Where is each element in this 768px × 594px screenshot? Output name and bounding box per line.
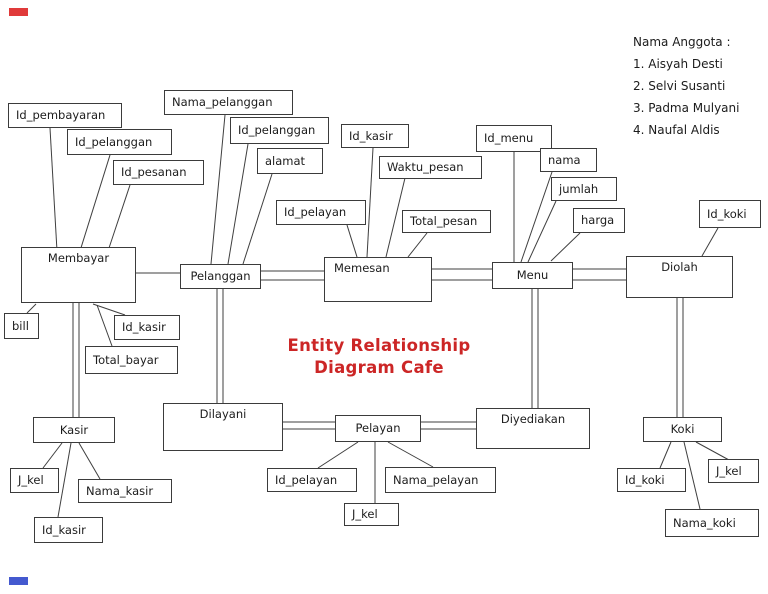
attribute-j-kel-kasir: J_kel <box>10 468 59 493</box>
attribute-id-pembayaran: Id_pembayaran <box>8 103 122 128</box>
attribute-j-kel-koki: J_kel <box>708 459 759 483</box>
attribute-nama-pelayan: Nama_pelayan <box>385 467 496 493</box>
attribute-waktu-pesan: Waktu_pesan <box>379 156 482 179</box>
attribute-id-kasir-kasir: Id_kasir <box>34 517 103 543</box>
member-list: Nama Anggota : 1. Aisyah Desti 2. Selvi … <box>633 31 739 141</box>
member-item: 2. Selvi Susanti <box>633 79 726 93</box>
attribute-alamat: alamat <box>257 148 323 174</box>
attribute-j-kel-pelayan: J_kel <box>344 503 399 526</box>
attribute-bill: bill <box>4 313 39 339</box>
entity-menu: Menu <box>492 262 573 289</box>
diagram-title-line2: Diagram Cafe <box>314 358 444 377</box>
attribute-harga: harga <box>573 208 625 233</box>
entity-pelanggan: Pelanggan <box>180 264 261 289</box>
attribute-nama-kasir: Nama_kasir <box>78 479 172 503</box>
entity-kasir: Kasir <box>33 417 115 443</box>
entity-koki: Koki <box>643 417 722 442</box>
attribute-id-koki: Id_koki <box>617 468 686 492</box>
attribute-total-pesan: Total_pesan <box>402 210 491 233</box>
attribute-id-pesanan: Id_pesanan <box>113 160 204 185</box>
attribute-id-koki-diolah: Id_koki <box>699 200 761 228</box>
attribute-nama-pelanggan: Nama_pelanggan <box>164 90 293 115</box>
attribute-nama: nama <box>540 148 597 172</box>
attribute-id-pelanggan-membayar: Id_pelanggan <box>67 129 172 155</box>
top-left-red-mark <box>9 8 28 16</box>
diagram-title-line1: Entity Relationship <box>287 336 471 355</box>
entity-dilayani: Dilayani <box>163 403 283 451</box>
member-item: 3. Padma Mulyani <box>633 101 740 115</box>
entity-diyediakan: Diyediakan <box>476 408 590 449</box>
entity-memesan: Memesan <box>324 257 432 302</box>
member-item: 1. Aisyah Desti <box>633 57 723 71</box>
attribute-id-kasir-memesan: Id_kasir <box>341 124 409 148</box>
attribute-total-bayar: Total_bayar <box>85 346 178 374</box>
attribute-id-menu: Id_menu <box>476 125 552 152</box>
bottom-left-blue-mark <box>9 577 28 585</box>
attribute-nama-koki: Nama_koki <box>665 509 759 537</box>
entity-membayar: Membayar <box>21 247 136 303</box>
member-list-heading: Nama Anggota : <box>633 35 731 49</box>
diagram-title: Entity Relationship Diagram Cafe <box>268 335 490 379</box>
entity-diolah: Diolah <box>626 256 733 298</box>
attribute-id-kasir-membayar: Id_kasir <box>114 315 180 340</box>
attribute-jumlah: jumlah <box>551 177 617 201</box>
attribute-id-pelayan: Id_pelayan <box>267 468 357 492</box>
member-item: 4. Naufal Aldis <box>633 123 720 137</box>
attribute-id-pelayan-memesan: Id_pelayan <box>276 200 366 225</box>
attribute-id-pelanggan: Id_pelanggan <box>230 117 329 144</box>
entity-pelayan: Pelayan <box>335 415 421 442</box>
